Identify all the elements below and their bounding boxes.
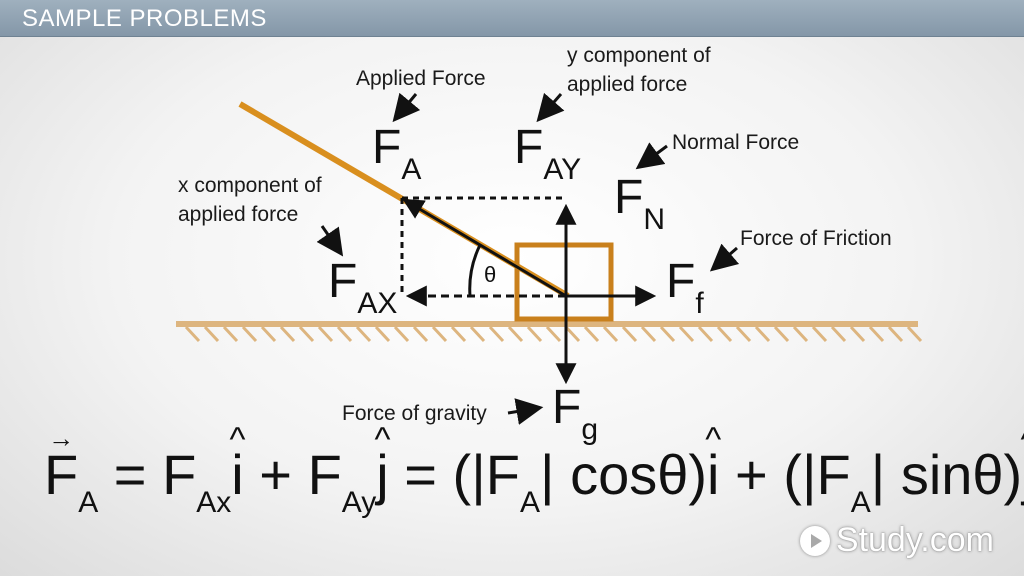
ground-hatch-mark <box>488 325 505 343</box>
ground-hatch-mark <box>773 325 790 343</box>
eq-plus-1: + <box>243 443 308 506</box>
symbol-fg: Fg <box>552 381 599 446</box>
theta-label: θ <box>484 262 497 287</box>
vector-equation: FA = FAxi + FAyj = (|FA| cosθ)i + (|FA| … <box>44 443 1024 518</box>
ground-hatch-mark <box>811 325 828 343</box>
eq-equals-1: = <box>98 443 163 506</box>
header-bar: SAMPLE PROBLEMS <box>0 0 1024 37</box>
eq-term2-sub: Ay <box>341 486 377 519</box>
ground-hatch-mark <box>412 325 429 343</box>
eq-i-hat-1: i <box>231 444 243 506</box>
label-force-of-friction: Force of Friction <box>740 227 892 250</box>
symbol-fn: FN <box>614 171 665 236</box>
symbol-ff: Ff <box>666 255 704 320</box>
ground-hatch-mark <box>583 325 600 343</box>
ground-hatch-mark <box>792 325 809 343</box>
eq-term2: F <box>307 443 342 506</box>
header-title: SAMPLE PROBLEMS <box>22 5 267 32</box>
ground-hatch-mark <box>469 325 486 343</box>
eq-i-hat-2: i <box>707 444 719 506</box>
ground-hatch-mark <box>507 325 524 343</box>
ground-hatch-mark <box>697 325 714 343</box>
eq-term3: F <box>485 443 520 506</box>
eq-sin-part: | sinθ) <box>870 443 1023 506</box>
symbol-fay: FAY <box>514 121 582 186</box>
eq-j-hat-2: j <box>1022 444 1024 506</box>
pointer-friction <box>709 243 740 272</box>
theta-arc <box>468 244 482 297</box>
eq-lhs: F <box>44 444 78 506</box>
label-applied-force: Applied Force <box>356 67 486 90</box>
ground-hatch-mark <box>868 325 885 343</box>
ground-hatch-mark <box>564 325 581 343</box>
ground-hatch-mark <box>393 325 410 343</box>
eq-cos-part: | cosθ) <box>539 443 708 506</box>
ground-hatch-mark <box>830 325 847 343</box>
ground-hatch-mark <box>545 325 562 343</box>
eq-j-hat-1: j <box>376 444 388 506</box>
ground <box>176 321 923 343</box>
ground-hatch-mark <box>906 325 923 343</box>
ground-hatch-mark <box>716 325 733 343</box>
logo-text: Study.com <box>835 521 994 559</box>
ground-hatch-mark <box>222 325 239 343</box>
ground-hatch-mark <box>184 325 201 343</box>
ground-hatch-mark <box>678 325 695 343</box>
ground-hatch-mark <box>640 325 657 343</box>
ground-hatch-mark <box>374 325 391 343</box>
ground-hatch-mark <box>355 325 372 343</box>
ground-hatch-mark <box>659 325 676 343</box>
ground-hatch-mark <box>735 325 752 343</box>
ground-hatch-mark <box>754 325 771 343</box>
ground-hatch-mark <box>849 325 866 343</box>
ground-hatch-mark <box>526 325 543 343</box>
ground-hatch-mark <box>431 325 448 343</box>
eq-lhs-sub: A <box>78 486 99 519</box>
pointer-x-component <box>316 225 344 257</box>
pointer-applied-force <box>392 92 421 123</box>
ground-hatch-mark <box>336 325 353 343</box>
eq-equals-2: = (| <box>388 443 486 506</box>
label-force-of-gravity: Force of gravity <box>342 402 487 425</box>
symbol-fa: FA <box>372 121 422 186</box>
ground-hatch-mark <box>317 325 334 343</box>
ground-hatch-mark <box>260 325 277 343</box>
label-normal-force: Normal Force <box>672 131 800 154</box>
ground-hatch-mark <box>450 325 467 343</box>
box <box>514 242 614 322</box>
ground-hatch-mark <box>279 325 296 343</box>
eq-plus-2: + (| <box>719 443 817 506</box>
eq-term1-sub: Ax <box>196 486 232 519</box>
eq-term3-sub: A <box>519 486 540 519</box>
ground-hatch-mark <box>602 325 619 343</box>
ground-hatch-mark <box>241 325 258 343</box>
label-y-component-line2: applied force <box>567 73 688 96</box>
symbol-fax: FAX <box>328 255 398 320</box>
eq-term4: F <box>816 443 851 506</box>
pointer-y-component <box>536 92 565 123</box>
study-logo: Study.com <box>799 521 994 560</box>
eq-term1: F <box>162 443 197 506</box>
ground-hatch-mark <box>203 325 220 343</box>
label-y-component-line1: y component of <box>567 44 711 67</box>
ground-hatch-mark <box>621 325 638 343</box>
label-x-component-line1: x component of <box>178 174 322 197</box>
eq-term4-sub: A <box>850 486 871 519</box>
ground-hatch-mark <box>298 325 315 343</box>
play-icon <box>799 525 830 556</box>
pointer-gravity <box>507 398 544 425</box>
pointer-normal-force <box>635 142 668 170</box>
label-x-component-line2: applied force <box>178 203 299 226</box>
fa-arrow <box>402 198 567 298</box>
ground-hatch-mark <box>887 325 904 343</box>
